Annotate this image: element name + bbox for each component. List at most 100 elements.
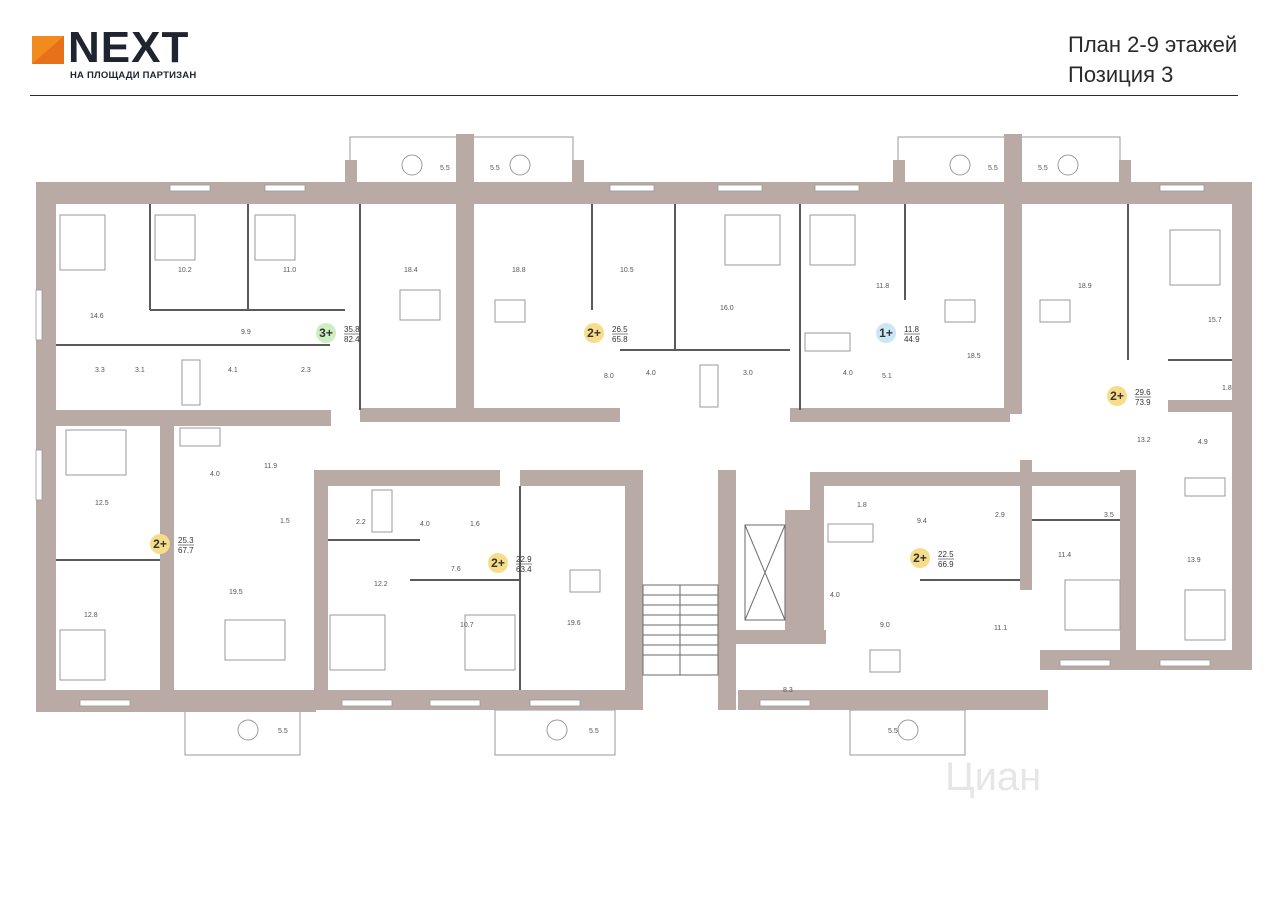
- room-area-label: 11.0: [283, 267, 296, 274]
- logo-mark: [32, 36, 64, 64]
- wall-v-apt9: [1120, 470, 1136, 660]
- room-area-label: 18.4: [404, 267, 418, 274]
- window-5: [814, 184, 860, 192]
- window-11: [759, 699, 811, 707]
- balcony-table: [401, 154, 423, 176]
- room-area-label: 10.5: [620, 267, 634, 274]
- window-1: [169, 184, 211, 192]
- badge-rooms: 2+: [1110, 389, 1124, 403]
- balcony-top-4: [1019, 136, 1121, 186]
- room-area-label: 4.1: [228, 367, 238, 374]
- wall-bottom-4: [930, 690, 1048, 710]
- room-area-label: 5.5: [988, 165, 998, 172]
- room-area-label: 4.0: [646, 370, 656, 377]
- window-7: [79, 699, 131, 707]
- bed: [59, 629, 106, 681]
- elevator-shaft: [744, 524, 786, 621]
- badge-total-area: 67.7: [178, 546, 194, 555]
- room-area-label: 10.7: [460, 622, 474, 629]
- room-area-label: 11.4: [1058, 552, 1071, 559]
- header: NEXT НА ПЛОЩАДИ ПАРТИЗАН План 2-9 этажей…: [0, 0, 1280, 100]
- wall-h-apt4b: [1168, 400, 1232, 412]
- room-area-label: 15.7: [1208, 317, 1222, 324]
- wall-v-2: [1004, 134, 1022, 414]
- apartment-badge[interactable]: 2+22.963.4: [488, 553, 532, 574]
- bathtub: [827, 523, 874, 543]
- balcony-table: [949, 154, 971, 176]
- apartment-badge[interactable]: 2+26.565.8: [584, 323, 628, 344]
- bathtub: [1184, 477, 1226, 497]
- balcony-table: [1057, 154, 1079, 176]
- bathtub: [699, 364, 719, 408]
- room-area-label: 1.6: [470, 521, 480, 528]
- badge-living-area: 22.9: [516, 555, 532, 564]
- bed: [1169, 229, 1221, 286]
- badge-total-area: 44.9: [904, 335, 920, 344]
- plan-title-line1: План 2-9 этажей: [1068, 32, 1238, 57]
- header-rule: [30, 95, 1238, 96]
- room-area-label: 9.4: [917, 518, 927, 525]
- room-area-label: 19.5: [229, 589, 243, 596]
- wall-v-apt5: [314, 470, 328, 710]
- badge-circle: [488, 553, 508, 573]
- room-area-label: 5.5: [490, 165, 500, 172]
- badge-circle: [1107, 386, 1127, 406]
- room-area-label: 3.1: [135, 367, 145, 374]
- badge-circle: [150, 534, 170, 554]
- badge-total-area: 73.9: [1135, 398, 1151, 407]
- room-area-label: 1.5: [280, 518, 290, 525]
- bathtub: [179, 427, 221, 447]
- apartment-badge[interactable]: 1+11.844.9: [876, 323, 920, 344]
- room-area-label: 5.5: [278, 728, 288, 735]
- room-area-label: 3.3: [95, 367, 105, 374]
- room-area-label: 18.5: [967, 353, 981, 360]
- wall-balc-4: [1119, 160, 1131, 204]
- balcony-top-1: [349, 136, 459, 186]
- balcony-table: [897, 719, 919, 741]
- window-14: [35, 289, 43, 341]
- badge-living-area: 22.5: [938, 550, 954, 559]
- room-area-label: 2.3: [301, 367, 311, 374]
- watermark: Циан: [945, 755, 1041, 799]
- balcony-bottom-3: [849, 709, 966, 756]
- staircase: [642, 524, 786, 676]
- room-area-label: 2.2: [356, 519, 366, 526]
- badge-rooms: 2+: [153, 537, 167, 551]
- furniture: [59, 154, 1226, 741]
- room-area-label: 13.2: [1137, 437, 1151, 444]
- badge-rooms: 2+: [491, 556, 505, 570]
- plan-title: План 2-9 этажей Позиция 3: [1068, 30, 1258, 90]
- room-area-label: 4.0: [830, 592, 840, 599]
- room-area-label: 18.8: [512, 267, 526, 274]
- window-3: [609, 184, 655, 192]
- partitions: [56, 204, 1232, 690]
- room-area-label: 11.9: [264, 463, 277, 470]
- dining-table: [399, 289, 441, 321]
- window-8: [341, 699, 393, 707]
- wall-right: [1232, 182, 1252, 660]
- dining-table: [869, 649, 901, 673]
- room-area-label: 4.9: [1198, 439, 1208, 446]
- bathtub: [371, 489, 393, 533]
- balcony-table: [509, 154, 531, 176]
- wall-v-apt4: [160, 426, 174, 712]
- room-area-label: 2.9: [995, 512, 1005, 519]
- wall-balc-2: [572, 160, 584, 204]
- room-area-label: 8.3: [783, 687, 793, 694]
- window-15: [35, 449, 43, 501]
- wall-top: [36, 182, 1252, 204]
- apartment-badge[interactable]: 2+29.673.9: [1107, 386, 1151, 407]
- apartment-badge[interactable]: 2+22.566.9: [910, 548, 954, 569]
- bed: [59, 214, 106, 271]
- badge-total-area: 66.9: [938, 560, 954, 569]
- room-area-label: 16.0: [720, 305, 734, 312]
- bed: [724, 214, 781, 266]
- wall-h-apt6: [520, 470, 640, 486]
- room-area-label: 5.5: [440, 165, 450, 172]
- room-area-label: 11.8: [876, 283, 889, 290]
- room-area-label: 9.9: [241, 329, 251, 336]
- apartment-badge[interactable]: 2+25.367.7: [150, 534, 194, 555]
- wall-shaft: [785, 510, 810, 640]
- apartment-badge[interactable]: 3+35.882.4: [316, 323, 360, 344]
